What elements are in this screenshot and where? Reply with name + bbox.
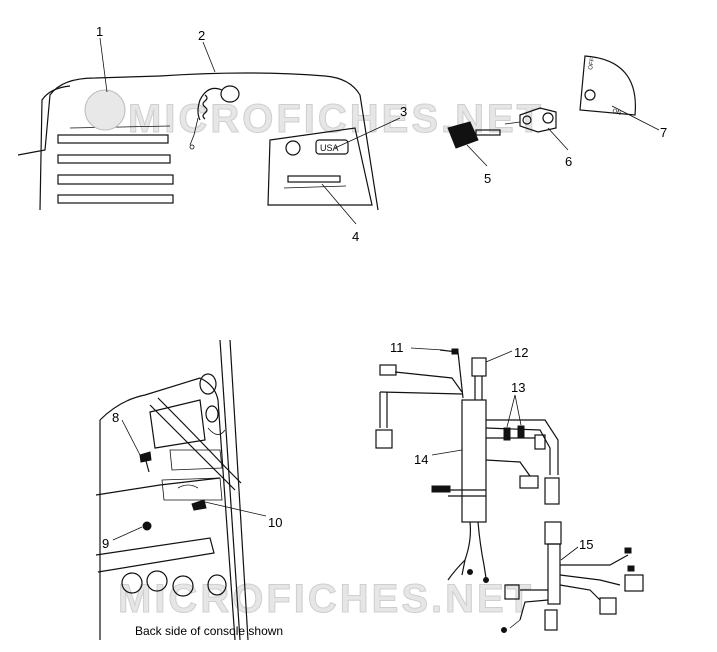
watermark-top: MICROFICHES.NET <box>128 97 544 141</box>
callout-15: 15 <box>579 537 593 552</box>
ignition-switch <box>504 107 557 133</box>
callout-4: 4 <box>352 229 359 244</box>
console-hood <box>17 72 379 211</box>
leader-lines <box>99 37 660 561</box>
sub-harness <box>501 521 644 633</box>
watermark-bottom: MICROFICHES.NET <box>118 577 534 621</box>
switch-label-on: ON <box>611 108 622 117</box>
caption: Back side of console shown <box>135 624 283 638</box>
callout-3: 3 <box>400 104 407 119</box>
light-socket <box>189 85 240 150</box>
switch-plate-decal: OFF ON <box>579 55 636 117</box>
dash-panel: USA <box>267 127 373 206</box>
callout-11: 11 <box>390 340 404 355</box>
callout-5: 5 <box>484 171 491 186</box>
console-light-lens <box>84 89 126 131</box>
ignition-key <box>447 121 501 149</box>
screw <box>139 451 152 473</box>
push-nut <box>142 521 152 531</box>
callout-6: 6 <box>565 154 572 169</box>
decal-text: USA <box>320 143 339 153</box>
callout-7: 7 <box>660 125 667 140</box>
callout-14: 14 <box>414 452 428 467</box>
callout-1: 1 <box>96 24 103 39</box>
main-harness <box>375 348 560 583</box>
callout-10: 10 <box>268 515 282 530</box>
callout-2: 2 <box>198 28 205 43</box>
switch-label-off: OFF <box>588 57 596 70</box>
callout-12: 12 <box>514 345 528 360</box>
callout-8: 8 <box>112 410 119 425</box>
callout-13: 13 <box>511 380 525 395</box>
bracket-screw <box>191 499 207 511</box>
callout-9: 9 <box>102 536 109 551</box>
console-back <box>95 339 249 641</box>
